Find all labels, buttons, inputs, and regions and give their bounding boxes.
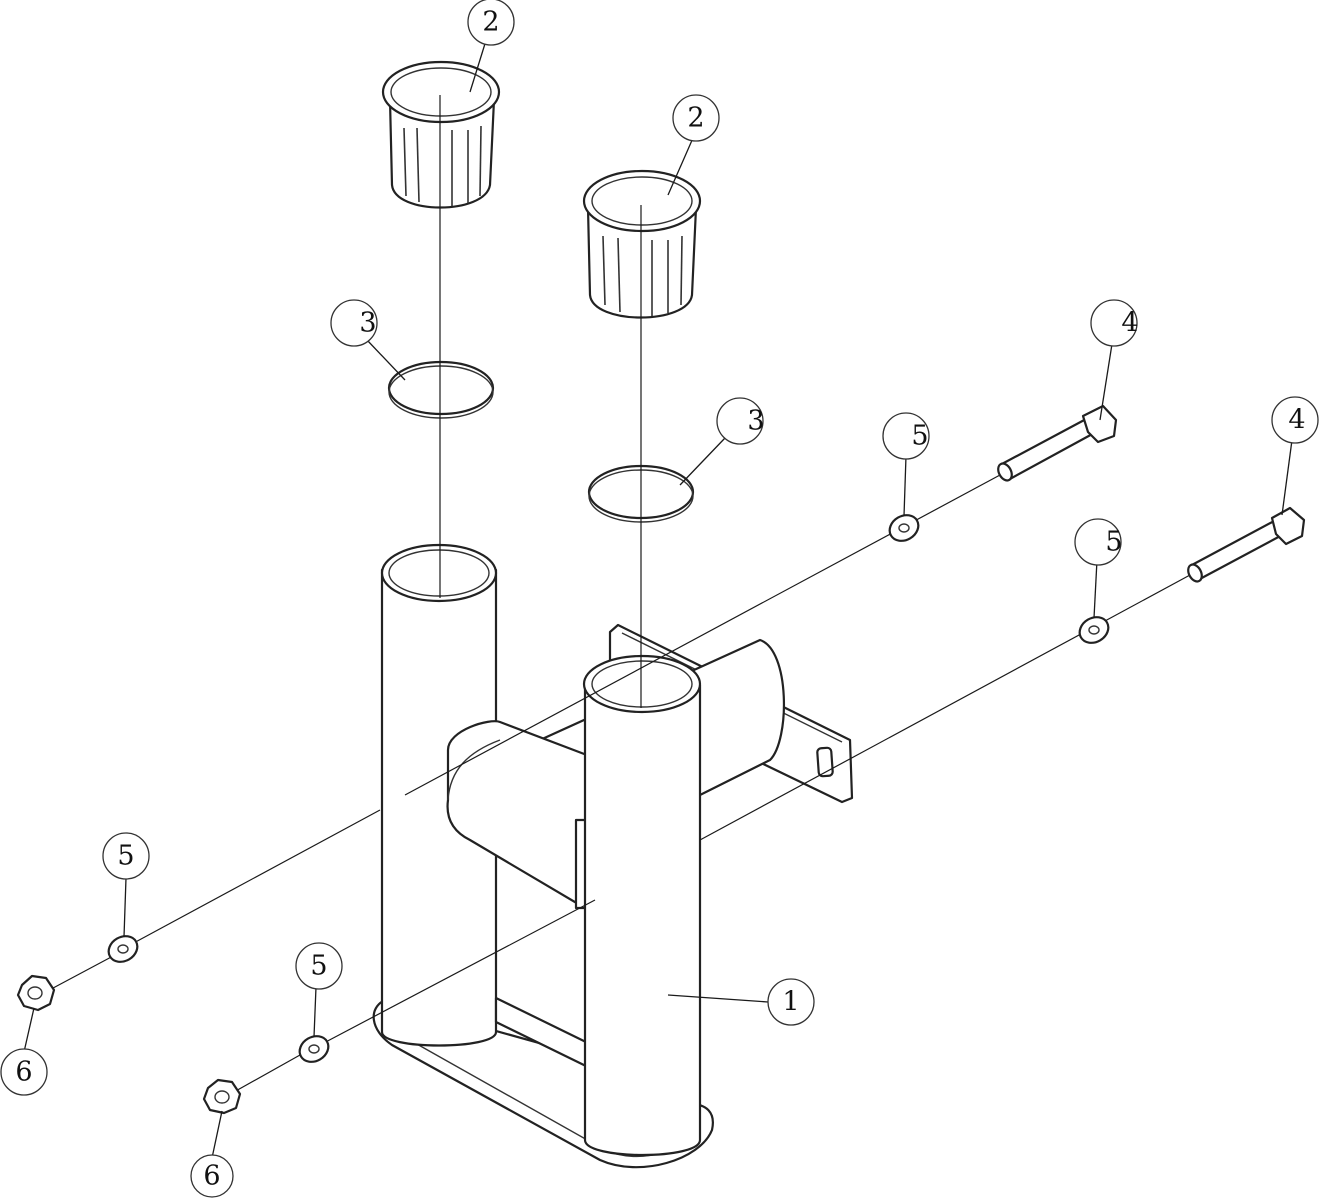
callout-balloon-5-lower-right: 5 bbox=[1074, 518, 1123, 566]
nut-lower bbox=[202, 1078, 242, 1115]
callout-balloon-6-upper: 6 bbox=[0, 1048, 48, 1096]
washer-lower-right bbox=[1078, 616, 1110, 644]
nut-upper bbox=[16, 974, 56, 1012]
callout-balloon-6-lower: 6 bbox=[190, 1154, 234, 1198]
leader-lines bbox=[23, 33, 1293, 1159]
callout-label-3-right: 3 bbox=[747, 406, 764, 437]
mounting-slot bbox=[816, 746, 834, 778]
disc-left bbox=[387, 360, 495, 419]
washer-upper-left bbox=[107, 935, 139, 963]
left-tube bbox=[380, 543, 498, 1047]
bolt-axis-lower bbox=[699, 574, 1191, 841]
end-cap-right bbox=[582, 169, 702, 319]
bolt-axis-lower-mid bbox=[319, 899, 596, 1046]
callout-balloon-5-upper-left: 5 bbox=[102, 832, 150, 880]
right-tube bbox=[582, 654, 702, 1157]
callout-label-5-lower-right: 5 bbox=[1105, 527, 1122, 558]
callout-label-2-right: 2 bbox=[687, 103, 704, 134]
callout-label-5-upper-right: 5 bbox=[911, 421, 928, 452]
washer-lower-left bbox=[298, 1035, 330, 1063]
callout-label-5-lower-left: 5 bbox=[310, 951, 327, 982]
callout-balloon-2-left: 2 bbox=[467, 0, 515, 46]
washer-upper-right bbox=[888, 514, 920, 542]
bolt-upper bbox=[997, 404, 1118, 482]
callout-balloon-4-lower: 4 bbox=[1271, 396, 1319, 444]
callout-balloon-3-left: 3 bbox=[330, 299, 378, 347]
callout-label-5-upper-left: 5 bbox=[117, 841, 134, 872]
callout-balloon-1: 1 bbox=[767, 978, 815, 1026]
callout-balloon-5-lower-left: 5 bbox=[295, 942, 343, 990]
callout-balloon-3-right: 3 bbox=[716, 397, 765, 445]
callout-label-3-left: 3 bbox=[359, 308, 376, 339]
callout-balloon-5-upper-right: 5 bbox=[882, 412, 930, 460]
callout-label-6-upper: 6 bbox=[15, 1057, 32, 1088]
callout-label-2-left: 2 bbox=[482, 7, 499, 38]
callout-label-4-lower: 4 bbox=[1288, 405, 1305, 436]
callout-balloon-2-right: 2 bbox=[672, 94, 720, 142]
end-cap-left bbox=[381, 60, 501, 209]
callout-label-1: 1 bbox=[782, 987, 799, 1018]
bolt-lower bbox=[1187, 506, 1306, 583]
bolt-axis-upper-ext bbox=[129, 809, 381, 946]
callout-balloon-4-upper: 4 bbox=[1090, 299, 1139, 347]
callout-label-6-lower: 6 bbox=[203, 1161, 220, 1192]
callout-label-4-upper: 4 bbox=[1121, 308, 1138, 339]
